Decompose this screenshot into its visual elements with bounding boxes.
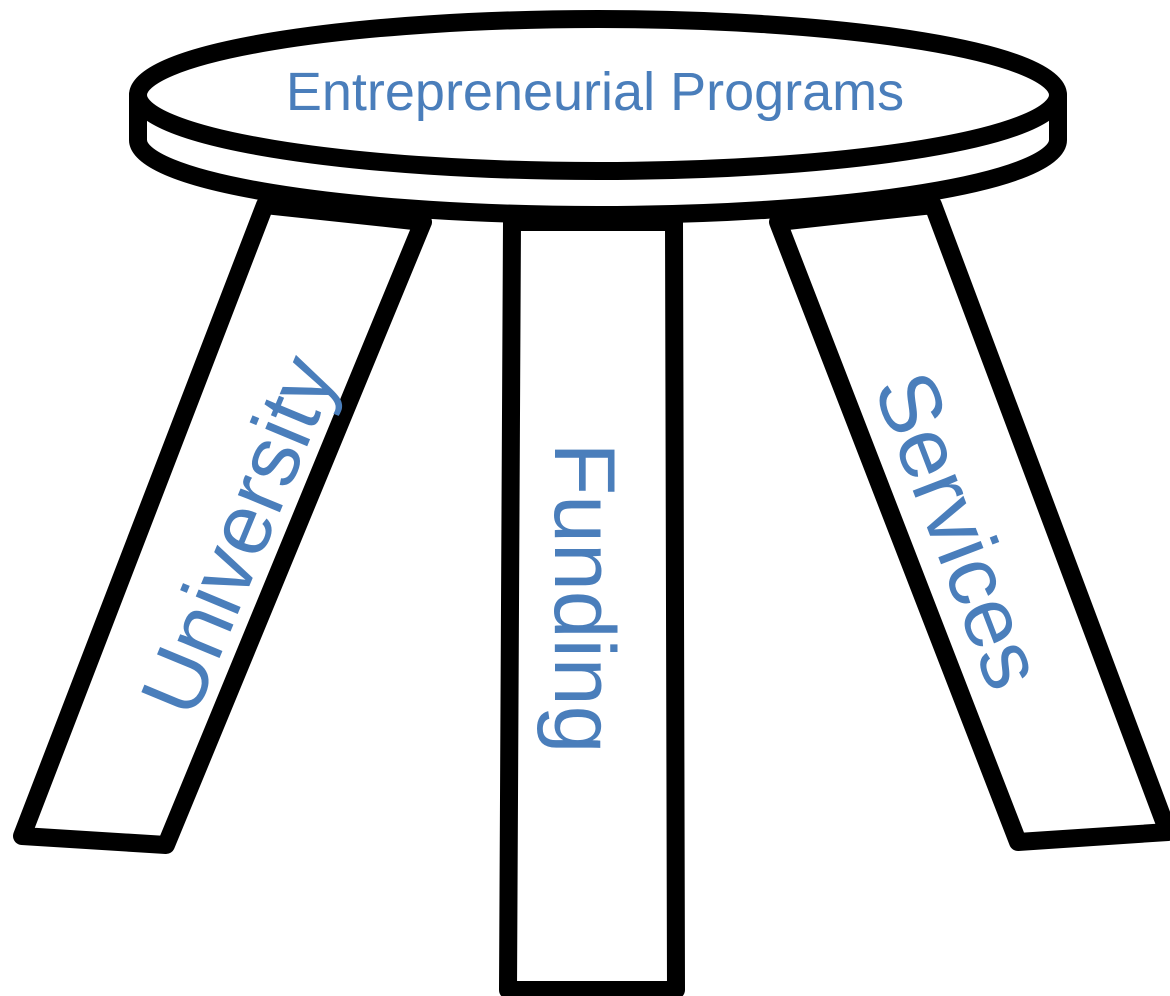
leg-left-shape — [13, 196, 432, 854]
leg-right: Services — [769, 196, 1170, 851]
leg-left: University — [13, 196, 432, 854]
leg-right-shape — [769, 196, 1170, 851]
stool-seat: Entrepreneurial Programs — [129, 10, 1067, 224]
seat-top — [129, 10, 1067, 180]
leg-center: Funding — [499, 213, 685, 996]
leg-center-label: Funding — [536, 443, 632, 754]
seat-label: Entrepreneurial Programs — [286, 62, 904, 122]
